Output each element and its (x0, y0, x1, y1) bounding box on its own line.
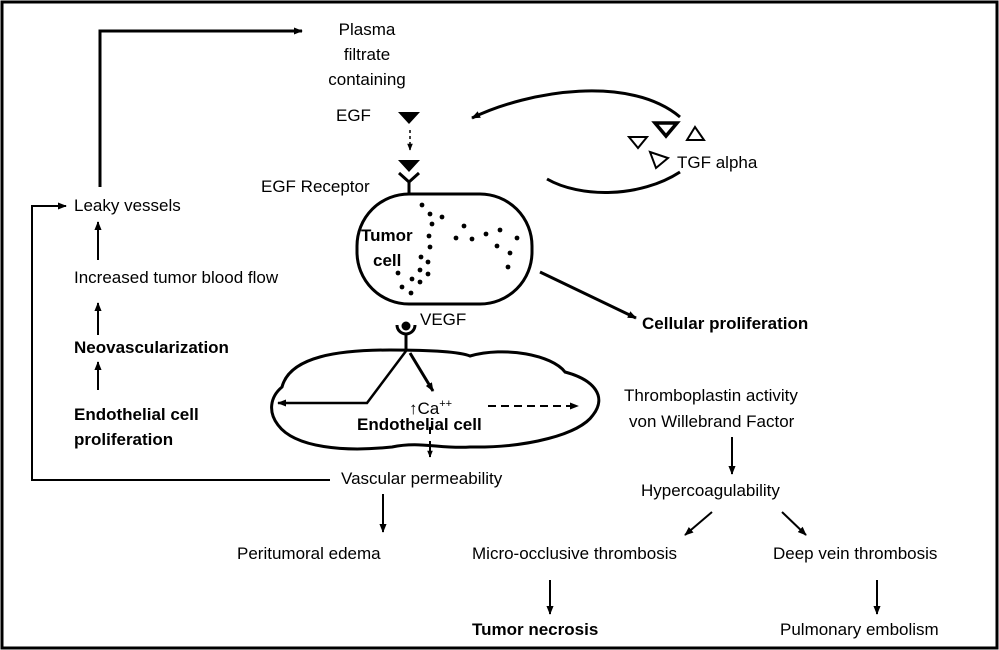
tumor-label: Tumor (361, 223, 413, 248)
vascular-permeability-label: Vascular permeability (341, 466, 502, 491)
cellular-proliferation-label: Cellular proliferation (642, 311, 808, 336)
plasma-label-line1: Plasma (339, 17, 396, 42)
endothelial-cell-label: Endothelial cell (357, 412, 482, 437)
deep-vein-thrombosis-label: Deep vein thrombosis (773, 541, 937, 566)
egf-receptor-label: EGF Receptor (261, 174, 370, 199)
leaky-vessels-label: Leaky vessels (74, 193, 181, 218)
endothelial-proliferation-label-line1: Endothelial cell (74, 402, 199, 427)
tgf-triangle-icon-4 (650, 152, 668, 168)
tumor-necrosis-label: Tumor necrosis (472, 617, 598, 642)
hypercoagulability-label: Hypercoagulability (641, 478, 780, 503)
pulmonary-embolism-label: Pulmonary embolism (780, 617, 939, 642)
arrow-tgf-to-plasma (472, 91, 680, 118)
tgf-alpha-label: TGF alpha (677, 150, 757, 175)
calcium-charge: ++ (439, 398, 452, 410)
egf-bound-triangle-icon (398, 160, 420, 172)
egf-label: EGF (336, 103, 371, 128)
egf-triangle-icon (398, 112, 420, 124)
egf-receptor-icon (399, 173, 419, 195)
curve-tgf-loop (547, 172, 680, 192)
neovascularization-label: Neovascularization (74, 335, 229, 360)
tgf-triangle-icon-3 (687, 127, 704, 140)
arrow-hypercoag-to-micro (685, 512, 712, 535)
increased-flow-label: Increased tumor blood flow (74, 265, 278, 290)
arrow-tumor-to-proliferation (540, 272, 636, 318)
cell-label: cell (373, 248, 401, 273)
von-willebrand-label: von Willebrand Factor (629, 409, 794, 434)
thromboplastin-label: Thromboplastin activity (624, 383, 798, 408)
arrow-hypercoag-to-dvt (782, 512, 806, 535)
plasma-label-line2: filtrate (344, 42, 390, 67)
arrow-leaky-to-plasma (100, 31, 302, 187)
tgf-triangle-icon-1 (629, 137, 647, 148)
endothelial-proliferation-label-line2: proliferation (74, 427, 173, 452)
tgf-triangle-icon-2 (655, 123, 677, 136)
micro-occlusive-thrombosis-label: Micro-occlusive thrombosis (472, 541, 677, 566)
peritumoral-edema-label: Peritumoral edema (237, 541, 381, 566)
vegf-label: VEGF (420, 307, 466, 332)
plasma-label-line3: containing (328, 67, 406, 92)
